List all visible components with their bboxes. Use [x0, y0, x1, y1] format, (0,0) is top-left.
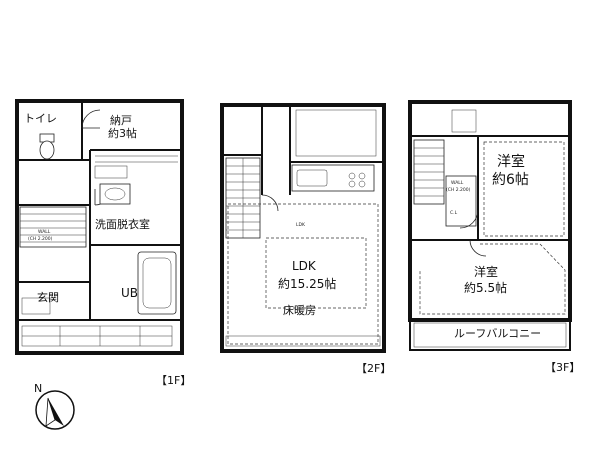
3f-closet-note: C.L: [450, 210, 458, 216]
2f-door-swing: [261, 194, 279, 212]
room-washroom-label: 洗面脱衣室: [95, 217, 150, 231]
room-western-a-label: 洋室: [497, 153, 525, 170]
room-storage-area: 約3帖: [108, 126, 137, 140]
3f-staircase: [413, 139, 445, 205]
room-toilet-label: トイレ: [24, 112, 57, 125]
1f-wall-note: WALL: [38, 229, 51, 235]
north-arrow-icon: [48, 398, 64, 426]
3f-closet: [445, 175, 477, 227]
room-ldk-label: LDK: [292, 259, 317, 273]
3f-door-swing: [459, 209, 479, 229]
compass-ring: [35, 390, 75, 430]
2f-staircase: [225, 157, 261, 239]
2f-upper-opening: [295, 109, 377, 157]
3f-balcony-wall: [409, 320, 571, 351]
room-western-b-label: 洋室: [474, 264, 498, 279]
storage-shelf: [94, 155, 178, 179]
room-storage-label: 納戸: [110, 114, 132, 127]
1f-staircase: [19, 206, 87, 248]
kitchen-counter: [291, 164, 375, 192]
floor-1f-label: 【1F】: [156, 374, 191, 387]
3f-door-swing: [469, 239, 487, 257]
1f-door-swing: [81, 109, 101, 129]
floor-1f: WALL (CH 2.200) トイレ 納戸 約3帖 洗面脱衣室 玄関 UB 【…: [15, 99, 191, 387]
3f-upper-void: [451, 109, 477, 133]
1f-ceiling-note: (CH 2.200): [28, 236, 53, 242]
bathtub: [137, 251, 177, 315]
3f-ceiling-note: (CH 2.200): [446, 187, 471, 193]
washbasin: [99, 183, 131, 205]
2f-railing: [225, 335, 381, 347]
room-western-b-area: 約5.5帖: [464, 280, 507, 295]
floor-3f: WALL (CH 2.200) C.L 洋室 約6帖 洋室 約5.5帖 ルーフバ…: [408, 100, 580, 374]
room-entrance-label: 玄関: [37, 290, 59, 304]
western-room-b-outline: [419, 243, 566, 315]
north-compass: N: [34, 382, 75, 430]
room-western-a-area: 約6帖: [492, 172, 529, 188]
3f-wall-note: WALL: [451, 180, 464, 186]
floor-3f-label: 【3F】: [545, 361, 580, 374]
room-floor-heating-label: 床暖房: [283, 303, 316, 317]
compass-north-label: N: [34, 382, 42, 395]
floor-heating-area: [265, 237, 367, 309]
2f-outer-wall: [220, 103, 386, 353]
1f-exterior-gate: [21, 325, 173, 347]
room-roof-balcony-label: ルーフバルコニー: [454, 327, 541, 340]
1f-lower-wall: [16, 320, 182, 354]
toilet-fixture: [39, 133, 55, 160]
roof-balcony-area: [413, 322, 567, 348]
north-arrow-tail: [45, 397, 56, 427]
room-ldk-area: 約15.25帖: [278, 276, 336, 291]
western-room-a-outline: [483, 141, 565, 237]
ldk-outline: [227, 203, 379, 345]
floor-2f: LDK LDK 約15.25帖 床暖房 【2F】: [220, 103, 391, 375]
ldk-note: LDK: [296, 222, 306, 228]
floor-2f-label: 【2F】: [356, 362, 391, 375]
room-unit-bath-label: UB: [121, 286, 138, 300]
entrance-step: [21, 297, 51, 315]
